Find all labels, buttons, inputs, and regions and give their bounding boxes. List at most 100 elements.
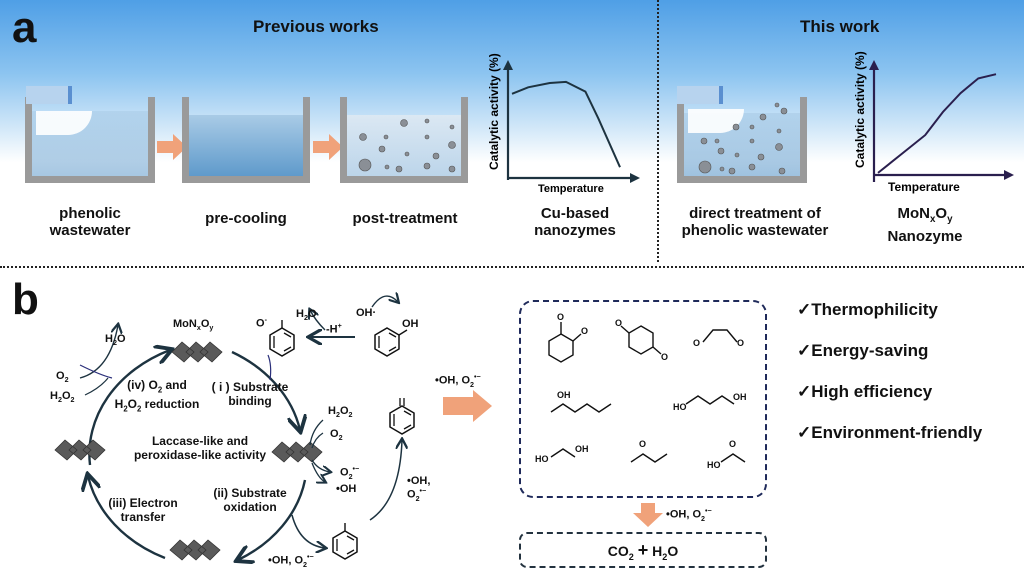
- check-icon: ✓: [797, 423, 812, 442]
- monxoy-activity-series: [877, 73, 997, 174]
- oh-attack-arrow: [371, 296, 398, 308]
- p-benzoquinone-icon: [628, 325, 654, 355]
- o-benzoquinone-icon: [548, 333, 574, 363]
- x-axis-arrow-icon: [1004, 170, 1014, 180]
- final-products-box: CO2 + H2O: [519, 532, 767, 568]
- cu-activity-chart: Temperature Catalytic activity (%): [487, 53, 640, 195]
- svg-text:O: O: [581, 326, 588, 336]
- monxoy-sheet-icon: [169, 539, 221, 561]
- caption-monxoy-nanozyme: MoNxOy Nanozyme: [887, 205, 963, 245]
- h2o-label: H2O: [105, 333, 126, 348]
- cu-ylabel: Catalytic activity (%): [487, 53, 501, 170]
- o2-right-label: O2: [330, 428, 343, 443]
- svg-text:O: O: [557, 312, 564, 322]
- svg-text:O: O: [693, 338, 700, 348]
- products-arrow-icon: [443, 390, 492, 422]
- radicals-side-label: •OH, O2•−: [407, 475, 431, 503]
- monxoy-activity-chart: Temperature Catalytic activity (%): [853, 51, 1014, 194]
- acetic-acid-icon: [720, 453, 746, 463]
- o2-label: O2: [56, 370, 69, 385]
- svg-text:O: O: [639, 439, 646, 449]
- cycle-arrow-iii: [88, 476, 166, 560]
- panel-a-label: a: [12, 3, 37, 52]
- check-icon: ✓: [797, 300, 812, 319]
- svg-text:HO: HO: [673, 402, 687, 412]
- svg-text:OH: OH: [733, 392, 747, 402]
- h2o2-in-line: [84, 377, 109, 396]
- svg-text:OH: OH: [575, 444, 589, 454]
- tank-pre-cooling: [182, 97, 310, 183]
- radical-out-arrow: [311, 459, 330, 472]
- mon-xlabel: Temperature: [888, 180, 960, 194]
- phenol-oh-label: OH: [402, 318, 419, 330]
- radicals-bottom-label: •OH, O2•−: [268, 553, 314, 569]
- superoxide-label: O2•−: [340, 465, 360, 481]
- tank-direct-treatment: [677, 97, 807, 183]
- mineralization-arrow-icon: [633, 503, 663, 527]
- monxoy-sheet-icon: [171, 341, 223, 363]
- degradation-products-box: O O O O O O OH HO OH HO OH HO O O: [519, 300, 767, 498]
- check-icon: ✓: [797, 341, 812, 360]
- process-arrow-icon: [313, 134, 343, 160]
- y-axis-arrow-icon: [869, 60, 879, 70]
- nanozyme-particles-icon: [358, 118, 456, 173]
- cycle-arrow-i: [231, 350, 300, 430]
- maleic-acid-icon: [702, 329, 738, 343]
- h2o-top-label: H2O: [296, 308, 317, 323]
- hydroxyl-label: •OH: [336, 483, 357, 495]
- cyclohexadienone-ring-icon: [389, 405, 415, 435]
- inlet-pipe-icon: [26, 86, 72, 104]
- feature-list: ✓Thermophilicity ✓Energy-saving ✓High ef…: [797, 300, 982, 443]
- svg-text:OH: OH: [557, 390, 571, 400]
- caption-pre-cooling: pre-cooling: [205, 210, 287, 227]
- svg-text:O: O: [661, 352, 668, 362]
- h2o2-right-label: H2O2: [328, 405, 353, 420]
- x-axis-arrow-icon: [630, 173, 640, 183]
- catalyst-label: MoNxOy: [173, 318, 214, 333]
- svg-text:HO: HO: [707, 460, 721, 470]
- phenoxide-ring-icon: [269, 327, 295, 357]
- section-divider-horizontal: [0, 266, 1024, 268]
- minus-h-label: -H+: [326, 322, 342, 336]
- monxoy-sheet-icon: [54, 439, 106, 461]
- product-structures: O O O O O O OH HO OH HO OH HO O O: [535, 312, 747, 470]
- svg-text:HO: HO: [535, 454, 549, 464]
- tank-post-treatment: [340, 97, 468, 183]
- catalytic-cycle-diagram: [54, 270, 492, 574]
- phenol-ring-icon: [374, 327, 400, 357]
- panel-b-label: b: [12, 275, 39, 324]
- this-work-heading: This work: [800, 17, 880, 36]
- feature-item: ✓Energy-saving: [797, 341, 929, 360]
- radical-formation-arrow: [369, 440, 402, 521]
- products-arrow-radicals-label: •OH, O2•−: [435, 373, 481, 389]
- hydroxyl-radical-label: OH·: [356, 307, 377, 319]
- final-products-label: CO2 + H2O: [607, 540, 679, 562]
- check-icon: ✓: [797, 382, 812, 401]
- section-divider-vertical: [657, 0, 659, 262]
- panel-a-background: [0, 0, 1024, 262]
- inlet-pipe-icon: [677, 86, 723, 104]
- svg-text:O: O: [737, 338, 744, 348]
- o2-in-line: [79, 364, 113, 379]
- water-fill: [189, 115, 303, 176]
- nanozyme-particles-icon: [698, 102, 788, 175]
- svg-text:O: O: [729, 439, 736, 449]
- h2o2-in-arrow: [309, 419, 324, 446]
- h2o-out-arrow: [79, 325, 118, 379]
- feature-item: ✓High efficiency: [797, 382, 933, 401]
- h2o2-label: H2O2: [50, 390, 75, 405]
- cycle-arrow-ii: [238, 479, 307, 560]
- phenoxide-binding-line: [267, 354, 272, 381]
- process-arrow-icon: [157, 134, 187, 160]
- caption-post-treatment: post-treatment: [352, 210, 458, 227]
- hexanol-icon: [550, 403, 612, 413]
- previous-works-heading: Previous works: [253, 17, 379, 36]
- tank-phenolic-wastewater: [25, 97, 155, 183]
- mineralization-radicals-label: •OH, O2•−: [666, 507, 712, 523]
